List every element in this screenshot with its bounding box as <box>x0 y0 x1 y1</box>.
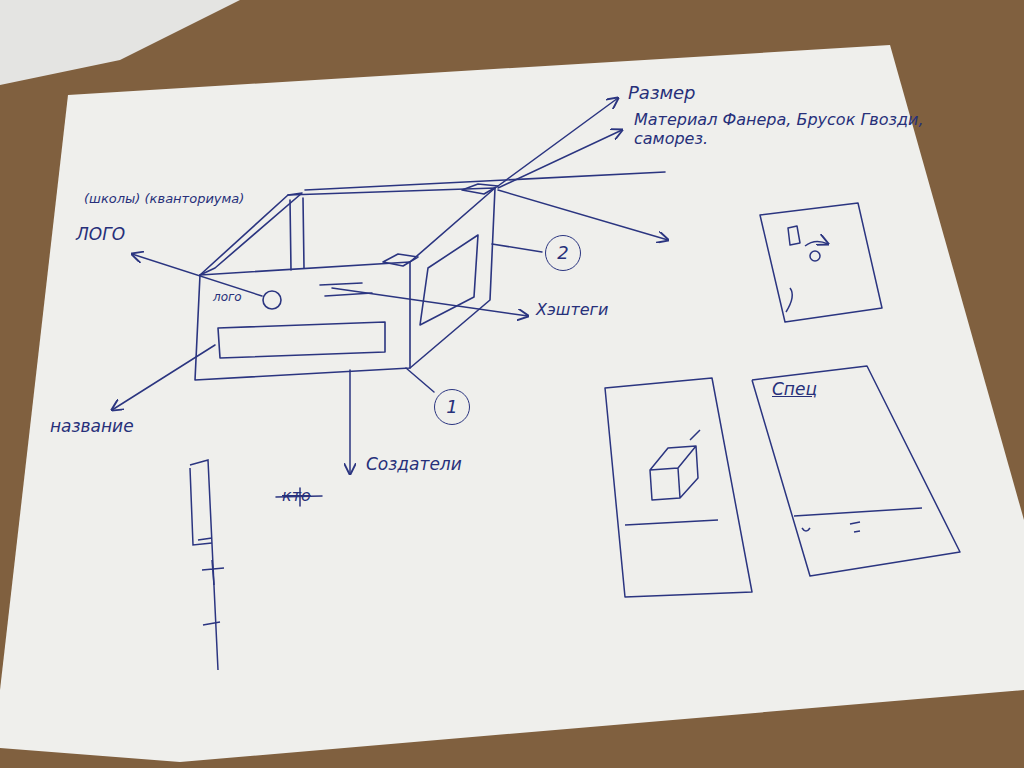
side-window <box>420 235 478 325</box>
door-hinge <box>786 288 792 312</box>
leader-line <box>406 368 434 392</box>
paper-sheet <box>0 45 1024 762</box>
door-window <box>788 226 800 245</box>
top-line <box>305 172 665 190</box>
leader-arrow <box>349 370 351 474</box>
sketch-label: Материал Фанера, Брусок Гвозди, саморез. <box>634 110 924 148</box>
sketch-label: ЛОГО <box>76 224 125 244</box>
callout-circle: 1 <box>434 389 470 425</box>
sketch-label: Создатели <box>366 454 462 474</box>
sketch-label: кто <box>282 486 311 505</box>
door-arrow <box>805 241 828 246</box>
door-sketch <box>760 203 882 322</box>
profile-line <box>190 468 212 545</box>
card-line <box>794 508 922 516</box>
logo-circle <box>263 291 281 309</box>
leader-line <box>492 244 542 252</box>
callout-number: 1 <box>446 397 457 417</box>
door-outline <box>760 203 882 322</box>
leader-arrow <box>112 345 215 410</box>
leader-arrow <box>498 190 668 240</box>
paper-stack <box>0 0 240 85</box>
sketch-label: лого <box>213 290 242 304</box>
sketch-label: Хэштеги <box>536 300 608 319</box>
card-marks <box>802 522 860 532</box>
callout-number: 2 <box>557 243 568 263</box>
profile-line <box>190 460 218 670</box>
callout-circle: 2 <box>545 235 581 271</box>
back-posts <box>290 198 304 270</box>
side-sketch <box>190 460 224 670</box>
leader-arrow <box>332 288 528 316</box>
leader-arrow <box>498 98 618 186</box>
post-cap <box>383 254 418 266</box>
card-border <box>752 366 960 576</box>
post-cap <box>462 184 498 194</box>
card-outline <box>605 378 752 597</box>
door-knob <box>810 251 820 261</box>
leader-arrow <box>132 254 262 296</box>
leader-lines <box>112 98 668 506</box>
card-line <box>625 520 718 525</box>
front-face <box>195 262 410 380</box>
side-face <box>410 188 495 368</box>
name-plate <box>218 322 385 358</box>
profile-ticks <box>198 538 224 625</box>
card-box-drawing <box>650 430 700 500</box>
box-sketch <box>195 172 665 380</box>
sketch-label: название <box>50 416 134 436</box>
sketch-card: Спец <box>750 362 962 578</box>
sketch-label: (школы) (кванториума) <box>84 191 244 207</box>
card-heading: Спец <box>772 380 942 399</box>
sketch-label: Размер <box>628 82 696 104</box>
leader-arrow <box>498 130 622 188</box>
card-sketch <box>605 378 752 597</box>
